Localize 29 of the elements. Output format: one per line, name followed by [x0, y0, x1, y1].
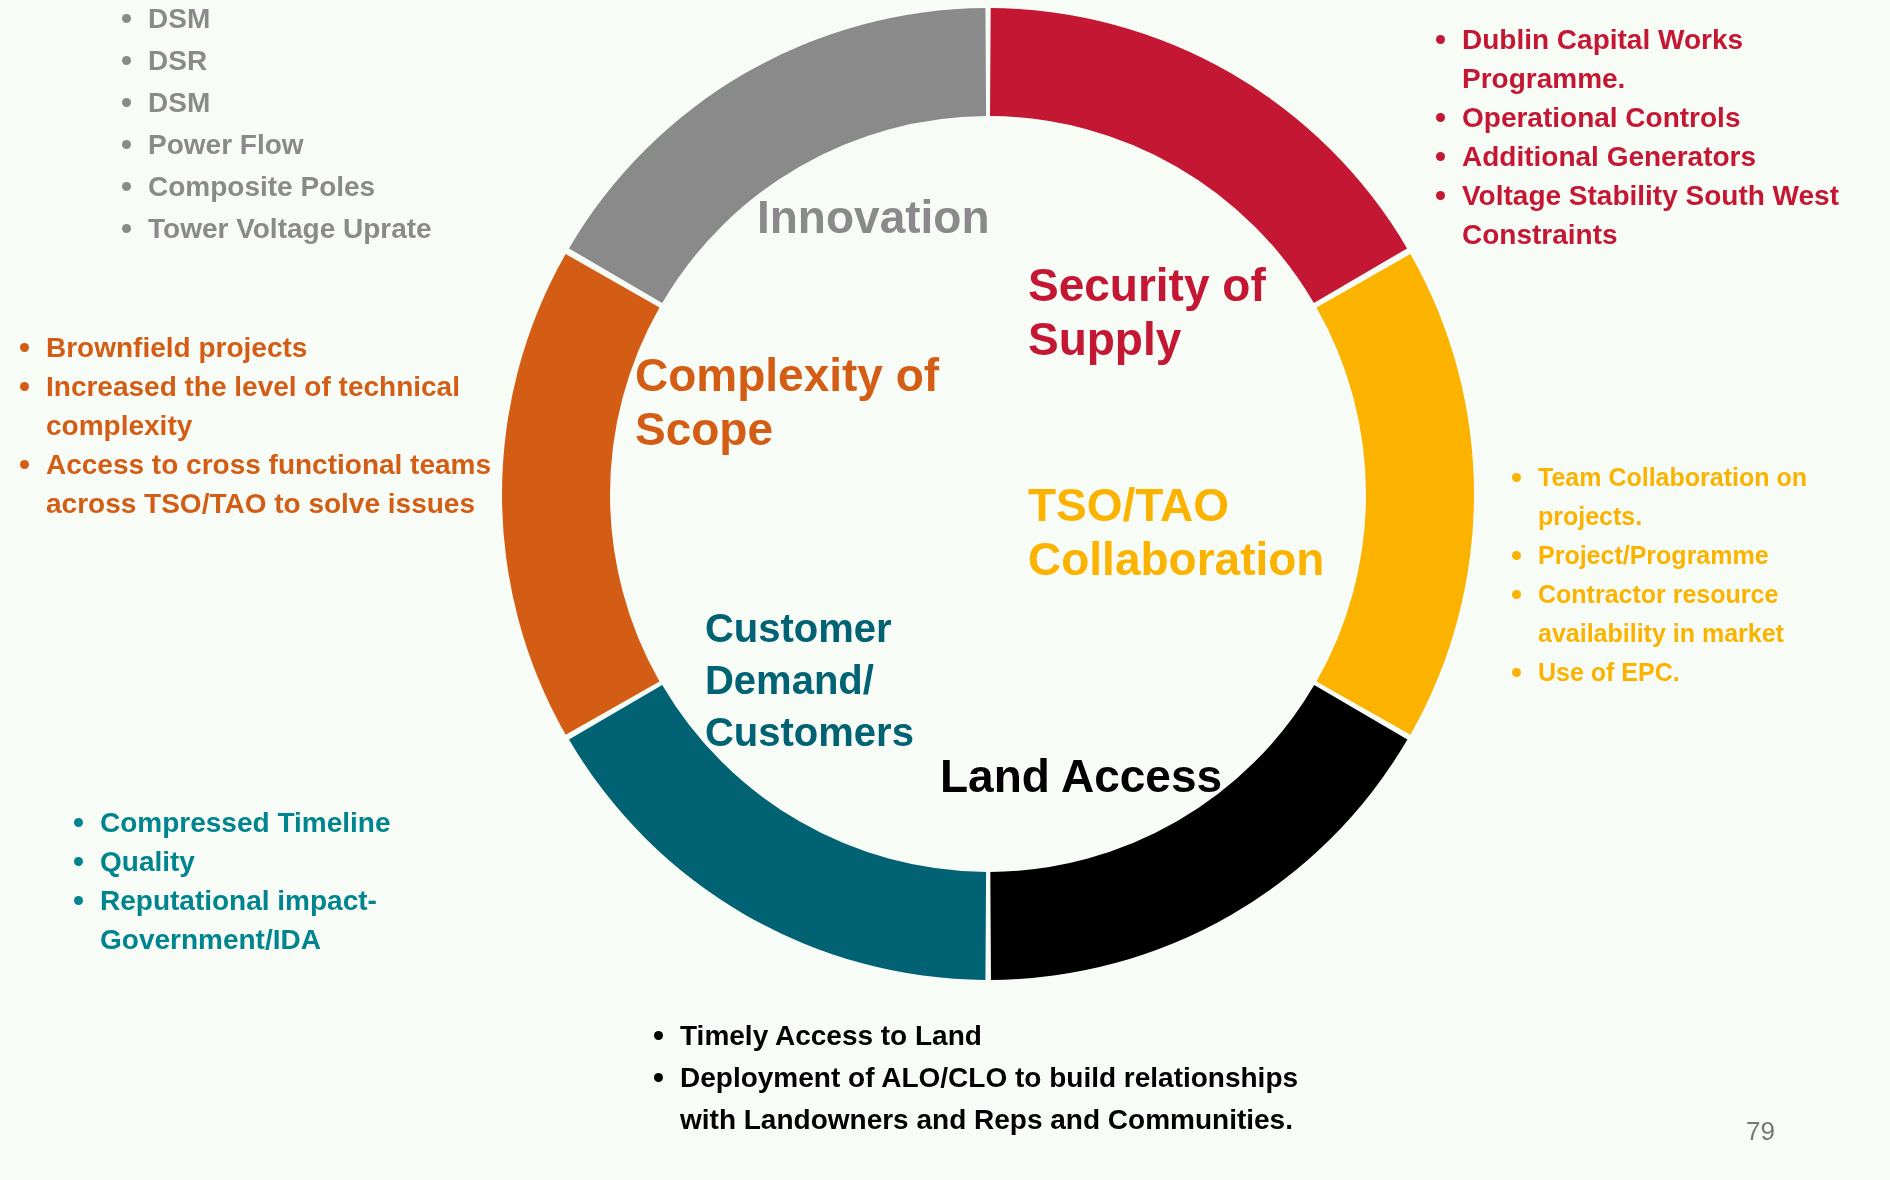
bullet-text: Contractor resource availability in market	[1538, 580, 1784, 647]
segment-heading: Innovation	[757, 190, 991, 244]
bullet-text: Quality	[100, 846, 195, 877]
bullet-text: Project/Programme	[1538, 541, 1769, 569]
segment-heading: Complexity of Scope	[635, 348, 941, 456]
bullet-text: Timely Access to Land	[680, 1020, 982, 1051]
bullet-text: Operational Controls	[1462, 102, 1741, 133]
bullet-text: Deployment of ALO/CLO to build relationships with Landowners and Reps and Communities.	[680, 1062, 1299, 1135]
segment-heading: Land Access	[940, 749, 1224, 803]
bullet-text: Composite Poles	[148, 171, 376, 202]
bullet-text: Brownfield projects	[46, 332, 308, 363]
bullet-text: Reputational impact- Government/IDA	[100, 885, 377, 955]
bullet-text: Tower Voltage Uprate	[148, 213, 432, 244]
bullet-text: DSR	[148, 45, 208, 76]
bullet-text: Voltage Stability South West Constraints	[1462, 180, 1839, 250]
bullet-text: DSM	[148, 3, 211, 34]
bullet-text: Use of EPC.	[1538, 658, 1680, 686]
bullet-text: DSM	[148, 87, 211, 118]
segment-heading: TSO/TAO Collaboration	[1028, 478, 1326, 586]
page-number: 79	[1746, 1116, 1775, 1147]
bullet-text: Additional Generators	[1462, 141, 1757, 172]
bullet-text: Dublin Capital Works Programme.	[1462, 24, 1744, 94]
bullet-text: Power Flow	[148, 129, 304, 160]
bullet-text: Increased the level of technical complexity	[46, 371, 460, 441]
bullet-text: Compressed Timeline	[100, 807, 391, 838]
segment-heading: Customer Demand/ Customers	[705, 605, 915, 756]
segment-heading: Security of Supply	[1028, 258, 1267, 366]
bullet-text: Access to cross functional teams across TSO/TAO to solve issues	[46, 449, 492, 519]
bullet-text: Team Collaboration on projects.	[1538, 463, 1807, 530]
